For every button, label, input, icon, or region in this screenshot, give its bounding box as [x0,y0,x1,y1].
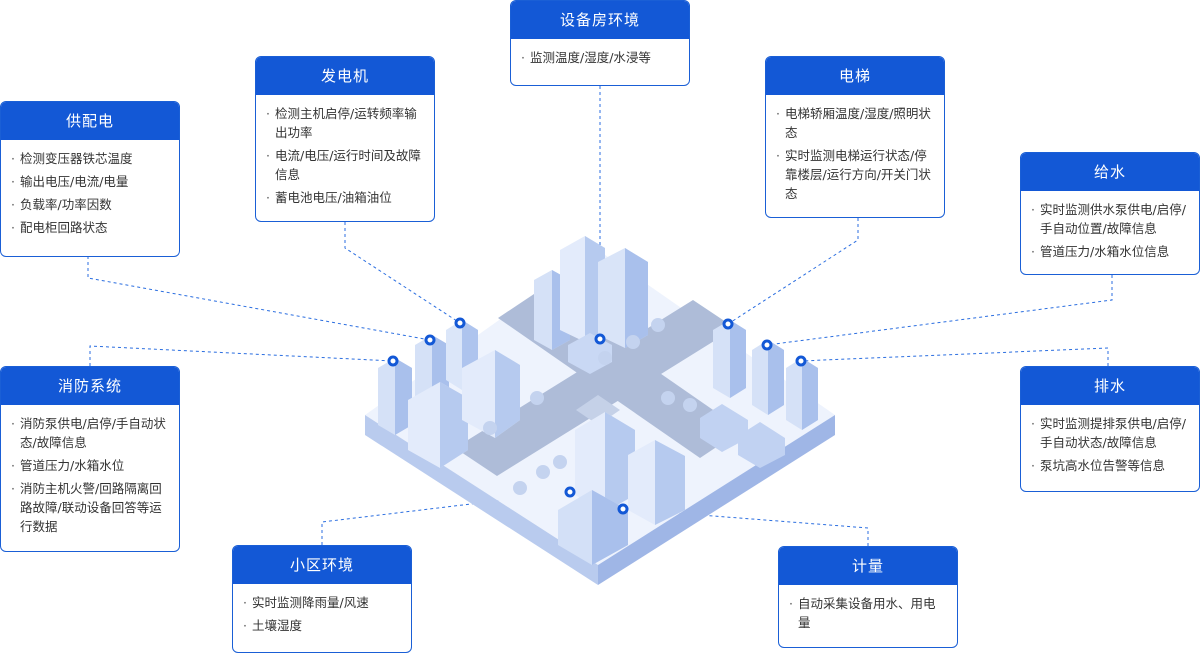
card-equipment: 设备房环境 监测温度/湿度/水浸等 [510,0,690,86]
connector-env [321,491,571,545]
buildings-left [378,320,520,468]
list-item: 泵坑高水位告警等信息 [1031,456,1189,475]
list-item: 检测变压器铁芯温度 [11,149,169,168]
card-fire: 消防系统 消防泵供电/启停/手自动状态/故障信息 管道压力/水箱水位 消防主机火… [0,366,180,552]
card-meter: 计量 自动采集设备用水、用电量 [778,546,958,648]
card-drain: 排水 实时监测提排泵供电/启停/手自动状态/故障信息 泵坑高水位告警等信息 [1020,366,1200,492]
list-item: 配电柜回路状态 [11,218,169,237]
buildings-right [700,320,818,468]
list-item: 消防主机火警/回路隔离回路故障/联动设备回答等运行数据 [11,479,169,536]
list-item: 消防泵供电/启停/手自动状态/故障信息 [11,414,169,452]
card-power: 供配电 检测变压器铁芯温度 输出电压/电流/电量 负载率/功率因数 配电柜回路状… [0,101,180,257]
card-title-water: 给水 [1021,153,1199,191]
card-title-elevator: 电梯 [766,57,944,95]
list-item: 输出电压/电流/电量 [11,172,169,191]
card-title-drain: 排水 [1021,367,1199,405]
connector-elevator [727,218,859,325]
card-title-equipment: 设备房环境 [511,1,689,39]
card-title-power: 供配电 [1,102,179,140]
list-item: 电梯轿厢温度/湿度/照明状态 [776,104,934,142]
list-item: 检测主机启停/运转频率输出功率 [266,104,424,142]
card-title-meter: 计量 [779,547,957,585]
list-item: 负载率/功率因数 [11,195,169,214]
list-item: 实时监测电梯运行状态/停靠楼层/运行方向/开关门状态 [776,146,934,203]
trees [483,318,697,495]
connector-water [766,275,1113,346]
card-env: 小区环境 实时监测降雨量/风速 土壤湿度 [232,545,412,653]
list-item: 实时监测供水泵供电/启停/手自动位置/故障信息 [1031,200,1189,238]
card-title-env: 小区环境 [233,546,411,584]
list-item: 实时监测降雨量/风速 [243,593,401,612]
card-title-generator: 发电机 [256,57,434,95]
connector-generator [344,222,461,324]
card-water: 给水 实时监测供水泵供电/启停/手自动位置/故障信息 管道压力/水箱水位信息 [1020,152,1200,275]
list-item: 实时监测提排泵供电/启停/手自动状态/故障信息 [1031,414,1189,452]
card-elevator: 电梯 电梯轿厢温度/湿度/照明状态 实时监测电梯运行状态/停靠楼层/运行方向/开… [765,56,945,218]
list-item: 管道压力/水箱水位信息 [1031,242,1189,261]
list-item: 蓄电池电压/油箱油位 [266,188,424,207]
list-item: 监测温度/湿度/水浸等 [521,48,679,67]
connector-power [87,256,431,341]
road-nw [455,300,735,476]
card-generator: 发电机 检测主机启停/运转频率输出功率 电流/电压/运行时间及故障信息 蓄电池电… [255,56,435,222]
markers [387,317,807,515]
connector-drain [800,347,1109,366]
list-item: 自动采集设备用水、用电量 [789,594,947,632]
list-item: 土壤湿度 [243,616,401,635]
list-item: 管道压力/水箱水位 [11,456,169,475]
card-title-fire: 消防系统 [1,367,179,405]
connector-fire [89,345,394,366]
list-item: 电流/电压/运行时间及故障信息 [266,146,424,184]
